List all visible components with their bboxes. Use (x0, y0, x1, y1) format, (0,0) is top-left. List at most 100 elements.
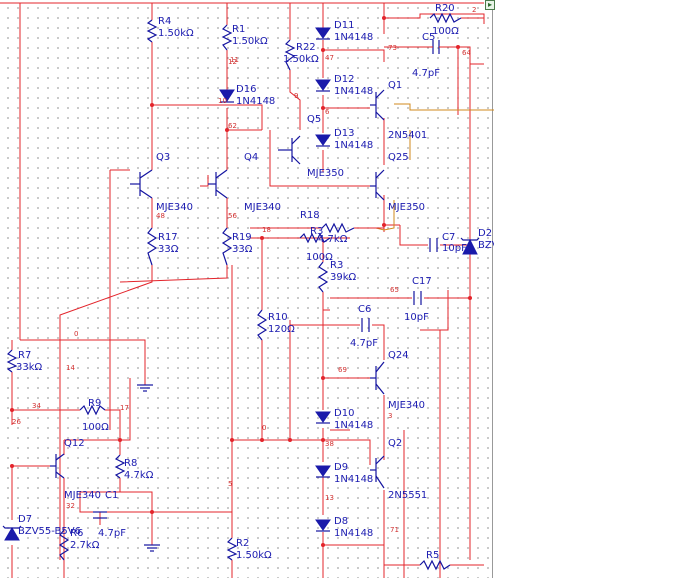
diode-D8 (315, 519, 331, 532)
capacitor-C1 (93, 511, 107, 519)
node-label: 69 (338, 366, 347, 374)
ref-D7: D7 (18, 514, 32, 525)
schematic-svg: R4 1.50kΩ R1 1.50kΩ R22 1.50kΩ R20 4.7pF… (0, 2, 494, 578)
transistor-symbols (50, 89, 385, 489)
node-label: 73 (388, 44, 397, 52)
value-Q25: MJE350 (388, 202, 425, 213)
ref-C1: C1 (105, 490, 118, 501)
node-label: 18 (262, 226, 271, 234)
diode-D11 (315, 27, 331, 40)
ref-D10: D10 (334, 408, 354, 419)
junctions (10, 16, 472, 547)
value-R19: 33Ω (232, 244, 253, 255)
value-D8: 1N4148 (334, 528, 373, 539)
value-D10: 1N4148 (334, 420, 373, 431)
resistor-R3 (317, 261, 329, 293)
transistor-Q24 (370, 361, 385, 395)
ref-Q5: Q5 (307, 114, 321, 125)
node-label: 10 (218, 97, 227, 105)
node-label: 64 (462, 49, 471, 57)
ref-D2: D2 (478, 228, 492, 239)
resistor-R18 (321, 222, 355, 234)
ref-R6: R6 (70, 528, 83, 539)
value-Q1: 2N5401 (388, 130, 427, 141)
node-label: 47 (325, 54, 334, 62)
diode-D13 (315, 134, 331, 147)
resistor-symbols (6, 12, 462, 571)
value-D7: BZV55-B5V6 (18, 526, 81, 537)
ref-D9: D9 (334, 462, 348, 473)
value-Q2: 2N5551 (388, 490, 427, 501)
resistor-R17 (146, 227, 158, 266)
ref-R19: R19 (232, 232, 252, 243)
resistor-R2 (226, 537, 238, 561)
value-Q3: MJE340 (156, 202, 193, 213)
node-label: 2 (472, 6, 476, 14)
ref-D13: D13 (334, 128, 354, 139)
transistor-Q1 (370, 89, 385, 121)
ref-C7: C7 (442, 232, 455, 243)
value-D13: 1N4148 (334, 140, 373, 151)
capacitor-symbols (93, 40, 447, 519)
diode-D12 (315, 79, 331, 92)
transistor-Q5 (278, 135, 301, 165)
resistor-R5 (419, 559, 451, 571)
node-label: 14 (66, 364, 75, 372)
node-label: 0 (262, 424, 266, 432)
ref-R17: R17 (158, 232, 178, 243)
node-label: 11 (230, 56, 239, 64)
capacitor-C6 (361, 318, 370, 332)
value-R3x: 100Ω (306, 252, 333, 263)
node-label: 65 (390, 286, 399, 294)
ref-R7: R7 (18, 350, 31, 361)
ref-Q12: Q12 (64, 438, 85, 449)
node-label: 48 (156, 212, 165, 220)
ref-C17: C17 (412, 276, 432, 287)
capacitor-C17 (413, 291, 422, 305)
schematic-canvas[interactable] (0, 0, 494, 578)
value-D9: 1N4148 (334, 474, 373, 485)
value-R6: 2.7kΩ (70, 540, 100, 551)
resistor-R9 (79, 404, 106, 416)
value-R3: 39kΩ (330, 272, 357, 283)
node-label: 9 (294, 92, 298, 100)
resistor-R10 (256, 309, 268, 341)
transistor-Q25 (370, 169, 385, 201)
ref-C5: C5 (422, 32, 435, 43)
ref-Q4: Q4 (244, 152, 258, 163)
ref-R22: R22 (296, 42, 316, 53)
ref-Q25: Q25 (388, 152, 409, 163)
canvas-edge (492, 0, 493, 578)
ref-D8: D8 (334, 516, 348, 527)
ground-symbol (144, 544, 160, 552)
zener-D7 (2, 525, 22, 541)
transistor-Q12 (50, 453, 65, 479)
window-corner-icon[interactable]: ▸ (485, 0, 495, 10)
value-C1: 4.7pF (98, 528, 126, 539)
ref-R20: R20 (435, 3, 455, 14)
blank-area (494, 0, 684, 578)
value-C5: 4.7pF (412, 68, 440, 79)
diode-symbols (2, 27, 480, 541)
value-D11: 1N4148 (334, 32, 373, 43)
value-Q12: MJE340 (64, 490, 101, 501)
ground-symbols (137, 384, 160, 552)
node-label: 56 (228, 212, 237, 220)
value-D12: 1N4148 (334, 86, 373, 97)
ref-R8: R8 (124, 458, 137, 469)
node-label: 34 (32, 402, 41, 410)
node-label: 0 (74, 330, 78, 338)
value-C7: 10pF (442, 243, 467, 254)
node-label: 38 (325, 440, 334, 448)
node-label: 5 (228, 480, 232, 488)
resistor-R1 (221, 24, 233, 51)
value-D16: 1N4148 (236, 96, 275, 107)
value-C6: 4.7pF (350, 338, 378, 349)
value-C17: 10pF (404, 312, 429, 323)
resistor-R3x (299, 232, 331, 244)
node-label: 32 (66, 502, 75, 510)
resistor-R7 (6, 349, 18, 373)
resistor-R8 (114, 454, 126, 479)
value-R9: 100Ω (82, 422, 109, 433)
ref-Q24: Q24 (388, 350, 409, 361)
